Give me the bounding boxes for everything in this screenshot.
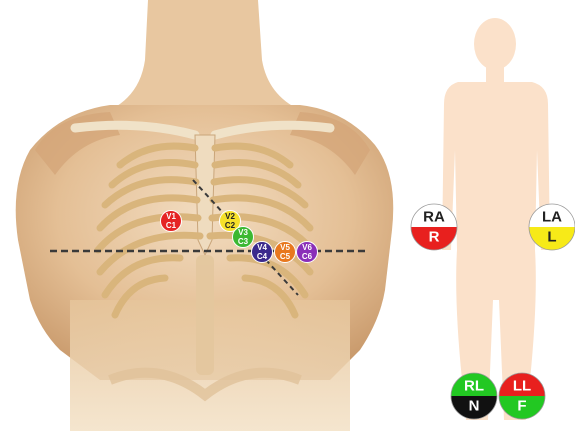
electrode-ra-top-label: RA <box>423 209 445 226</box>
electrode-v3-bottom-label: C3 <box>238 237 249 246</box>
electrode-la[interactable]: LA L <box>529 204 575 250</box>
electrode-v3[interactable]: V3 C3 <box>233 227 254 248</box>
electrode-v4[interactable]: V4 C4 <box>252 242 273 263</box>
neck <box>110 0 300 110</box>
silhouette-neck <box>486 66 504 82</box>
electrode-v1[interactable]: V1 C1 <box>161 211 182 232</box>
electrode-v1-bottom-label: C1 <box>166 221 177 230</box>
electrode-v5-top-label: V5 <box>280 243 290 252</box>
electrode-v1-top-label: V1 <box>166 212 176 221</box>
silhouette-torso <box>442 82 550 420</box>
electrode-ll[interactable]: LL F <box>499 373 545 419</box>
electrode-v2-bottom-label: C2 <box>225 221 236 230</box>
electrode-ra-bottom-label: R <box>429 229 440 246</box>
electrode-v4-bottom-label: C4 <box>257 252 268 261</box>
anatomical-torso <box>16 0 394 431</box>
electrode-v3-top-label: V3 <box>238 228 248 237</box>
electrode-rl-bottom-label: N <box>469 398 480 415</box>
electrode-rl-top-label: RL <box>464 378 484 395</box>
electrode-ra[interactable]: RA R <box>411 204 457 250</box>
electrode-la-bottom-label: L <box>547 229 556 246</box>
electrode-rl[interactable]: RL N <box>451 373 497 419</box>
electrode-v2-top-label: V2 <box>225 212 235 221</box>
electrode-v6-bottom-label: C6 <box>302 252 313 261</box>
silhouette-head <box>474 18 516 70</box>
electrode-ll-top-label: LL <box>513 378 531 395</box>
electrode-v6-top-label: V6 <box>302 243 312 252</box>
electrode-v5-bottom-label: C5 <box>280 252 291 261</box>
electrode-la-top-label: LA <box>542 209 562 226</box>
electrode-v4-top-label: V4 <box>257 243 267 252</box>
electrode-v6[interactable]: V6 C6 <box>297 242 318 263</box>
spine <box>196 255 214 375</box>
electrode-v5[interactable]: V5 C5 <box>275 242 296 263</box>
electrode-ll-bottom-label: F <box>517 398 526 415</box>
